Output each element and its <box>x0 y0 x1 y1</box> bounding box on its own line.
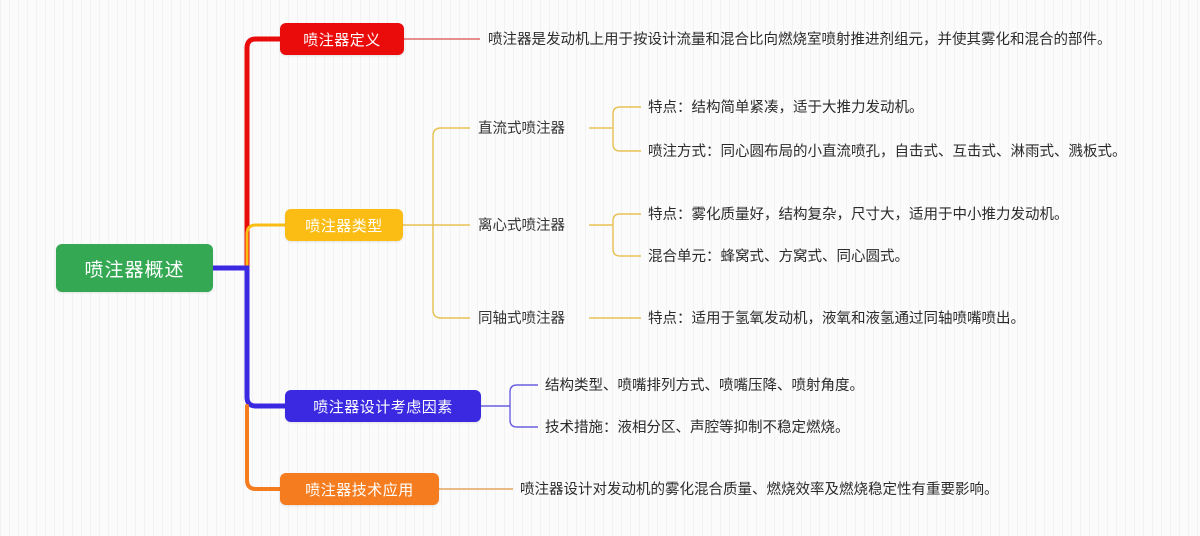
connector-direct-child1 <box>612 106 641 128</box>
connector-centrifugal-child2 <box>612 225 641 257</box>
connector-design-child2 <box>509 406 538 428</box>
leaf-centrifugal-feature[interactable]: 特点：雾化质量好，结构复杂，尺寸大，适用于中小推力发动机。 <box>648 207 1069 223</box>
leaf-coaxial-feature[interactable]: 特点：适用于氢氧发动机，液氧和液氢通过同轴喷嘴喷出。 <box>648 311 1025 327</box>
branch-node-types-label: 喷注器类型 <box>305 217 383 235</box>
connector-direct-child2 <box>612 128 641 152</box>
branch-node-design[interactable]: 喷注器设计考虑因素 <box>285 390 481 422</box>
branch-node-definition-label: 喷注器定义 <box>303 31 381 49</box>
connector-design-child1 <box>509 384 538 406</box>
connector-types-direct <box>432 127 470 225</box>
subnode-coaxial-injector[interactable]: 同轴式喷注器 <box>478 311 565 327</box>
connector-root-apply <box>245 404 282 491</box>
leaf-centrifugal-mixing-unit[interactable]: 混合单元：蜂窝式、方窝式、同心圆式。 <box>648 249 909 265</box>
root-node[interactable]: 喷注器概述 <box>56 244 213 292</box>
subnode-centrifugal-injector[interactable]: 离心式喷注器 <box>478 218 565 234</box>
branch-node-apply[interactable]: 喷注器技术应用 <box>280 473 439 505</box>
leaf-application-impact[interactable]: 喷注器设计对发动机的雾化混合质量、燃烧效率及燃烧稳定性有重要影响。 <box>520 482 999 498</box>
connector-root-definition <box>210 36 283 271</box>
branch-node-design-label: 喷注器设计考虑因素 <box>313 398 453 416</box>
leaf-definition-detail[interactable]: 喷注器是发动机上用于按设计流量和混合比向燃烧室喷射推进剂组元，并使其雾化和混合的… <box>488 32 1112 48</box>
subnode-direct-injector[interactable]: 直流式喷注器 <box>478 121 565 137</box>
root-node-label: 喷注器概述 <box>84 259 185 281</box>
leaf-direct-injection-mode[interactable]: 喷注方式：同心圆布局的小直流喷孔，自击式、互击式、淋雨式、溅板式。 <box>648 144 1127 160</box>
branch-node-definition[interactable]: 喷注器定义 <box>280 23 404 55</box>
leaf-direct-feature[interactable]: 特点：结构简单紧凑，适于大推力发动机。 <box>648 100 924 116</box>
leaf-design-measures[interactable]: 技术措施：液相分区、声腔等抑制不稳定燃烧。 <box>545 420 850 436</box>
connector-root-design <box>210 265 288 409</box>
branch-node-apply-label: 喷注器技术应用 <box>305 481 414 499</box>
branch-node-types[interactable]: 喷注器类型 <box>285 209 403 241</box>
leaf-design-factors[interactable]: 结构类型、喷嘴排列方式、喷嘴压降、喷射角度。 <box>545 378 864 394</box>
connector-root-types <box>245 223 287 270</box>
connector-types-coaxial <box>432 225 470 319</box>
connector-centrifugal-child1 <box>612 213 641 225</box>
